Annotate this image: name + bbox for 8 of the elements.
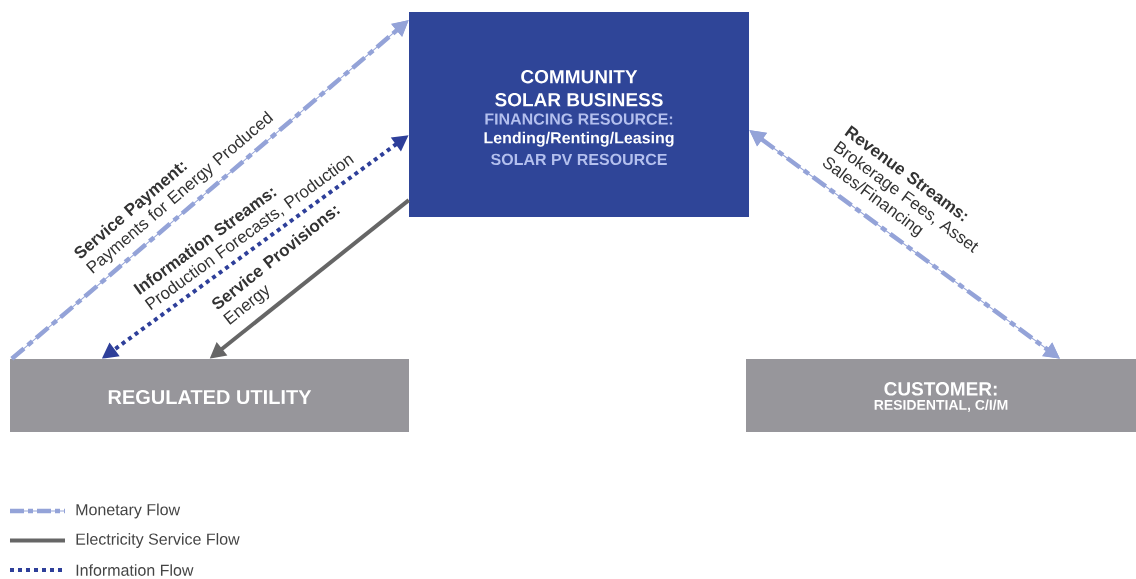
legend-text: Information Flow [76,564,194,576]
customer-box: CUSTOMER: RESIDENTIAL, C/I/M [746,359,1136,432]
utility-box: REGULATED UTILITY [10,359,409,432]
legend-text: Electricity Service Flow [76,533,240,548]
flow-arrow [10,20,409,361]
business-box: COMMUNITY SOLAR BUSINESS FINANCING RESOURCE: Lending/Renting/Leasing SOLAR PV RESOURCE [409,12,749,217]
flow-arrow [749,130,1060,359]
legend-text: Monetary Flow [76,503,181,519]
